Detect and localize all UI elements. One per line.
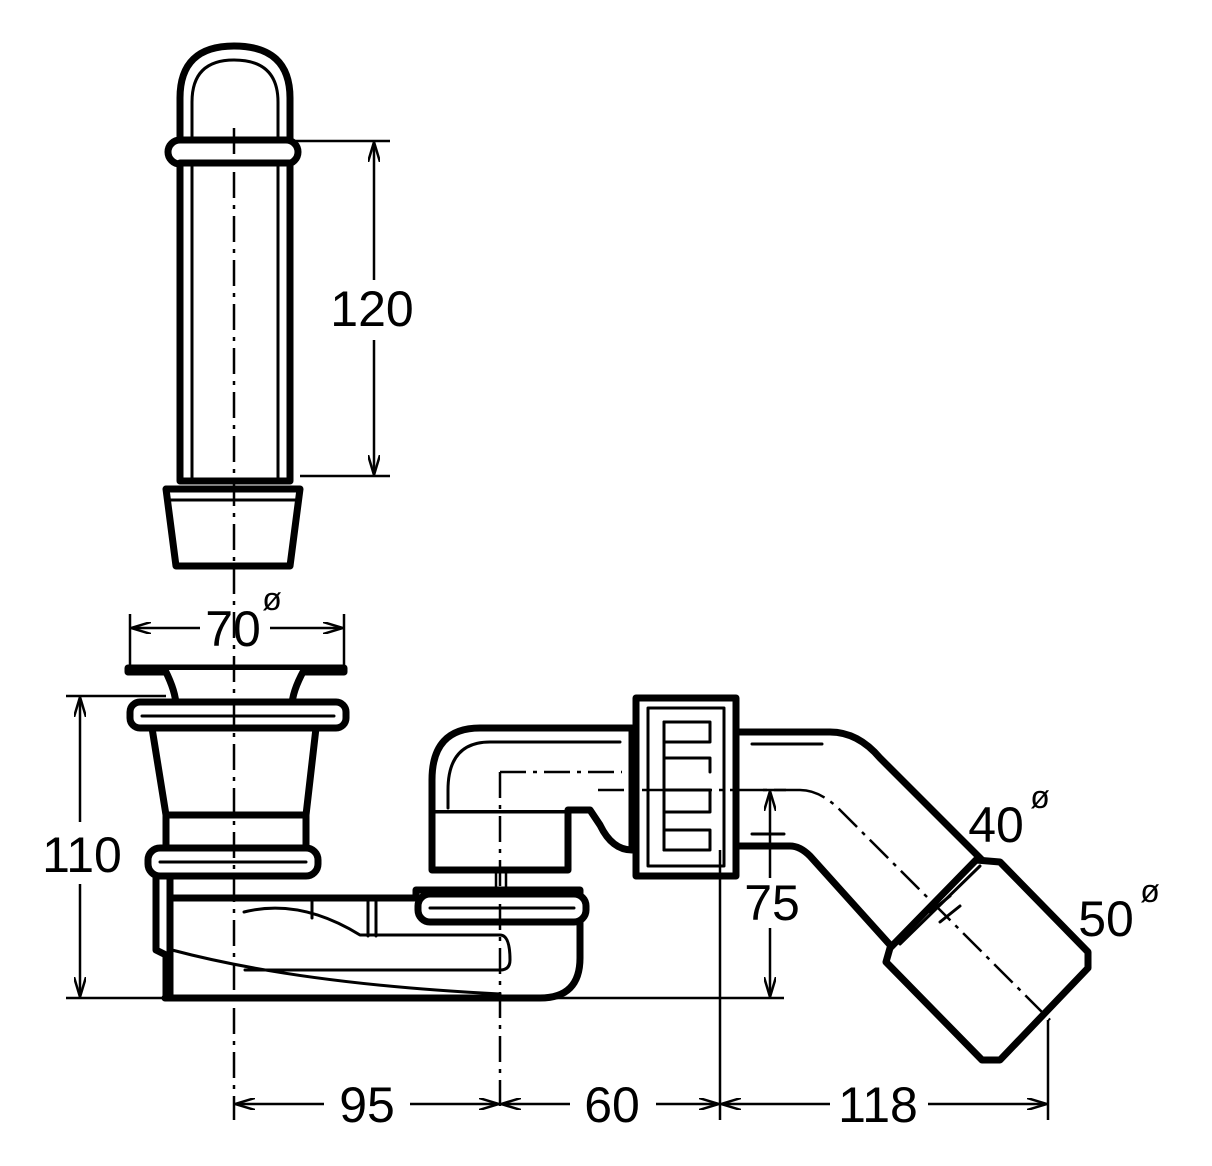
diameter-symbol-40: ø <box>1030 779 1050 815</box>
dim-label-60: 60 <box>584 1077 640 1133</box>
dim-label-40: 40 <box>968 797 1024 853</box>
dim-label-50: 50 <box>1078 891 1134 947</box>
dim-label-110: 110 <box>42 827 122 883</box>
drain-body <box>124 664 1092 1064</box>
dim-label-95: 95 <box>339 1077 395 1133</box>
standpipe-handle <box>176 42 294 154</box>
diameter-symbol-50: ø <box>1140 873 1160 909</box>
dimensions: 120 70 ø 110 75 95 60 11 <box>42 139 1160 1133</box>
diameter-symbol-70: ø <box>262 581 282 617</box>
union-nut <box>632 694 740 880</box>
dim-label-70: 70 <box>205 601 261 657</box>
dim-label-120: 120 <box>330 281 413 337</box>
trap-elbow <box>428 724 636 854</box>
center-lines <box>232 128 1051 1120</box>
dim-label-75: 75 <box>744 875 800 931</box>
dim-label-118: 118 <box>838 1077 918 1133</box>
